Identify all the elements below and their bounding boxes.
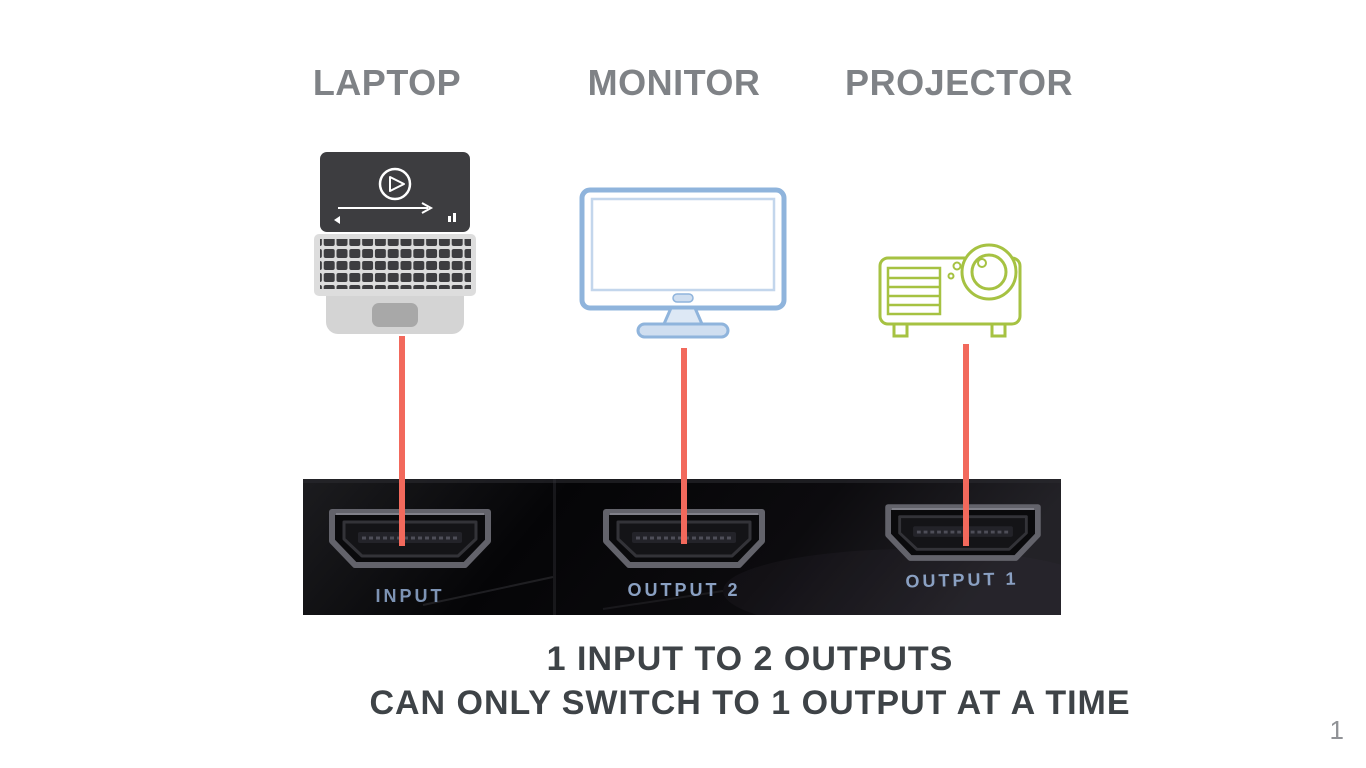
cable-monitor-to-output2 bbox=[681, 348, 687, 544]
hdmi-switch bbox=[303, 479, 1061, 615]
page-number: 1 bbox=[1329, 715, 1344, 745]
monitor-icon bbox=[579, 187, 787, 339]
cable-projector-to-output1 bbox=[963, 344, 969, 546]
projector-icon bbox=[878, 243, 1022, 338]
port-label-output2: OUTPUT 2 bbox=[627, 580, 741, 600]
label-projector: PROJECTOR bbox=[845, 62, 1073, 103]
label-monitor: MONITOR bbox=[587, 62, 761, 103]
port-label-input: INPUT bbox=[375, 586, 445, 606]
label-laptop: LAPTOP bbox=[312, 62, 462, 103]
cable-laptop-to-input bbox=[399, 336, 405, 546]
hdmi-port-input bbox=[332, 512, 488, 565]
port-label-output1: OUTPUT 1 bbox=[905, 568, 1019, 592]
caption-line1: 1 INPUT TO 2 OUTPUTS bbox=[546, 640, 954, 678]
caption-line2: CAN ONLY SWITCH TO 1 OUTPUT AT A TIME bbox=[369, 684, 1131, 722]
laptop-icon bbox=[314, 152, 476, 334]
